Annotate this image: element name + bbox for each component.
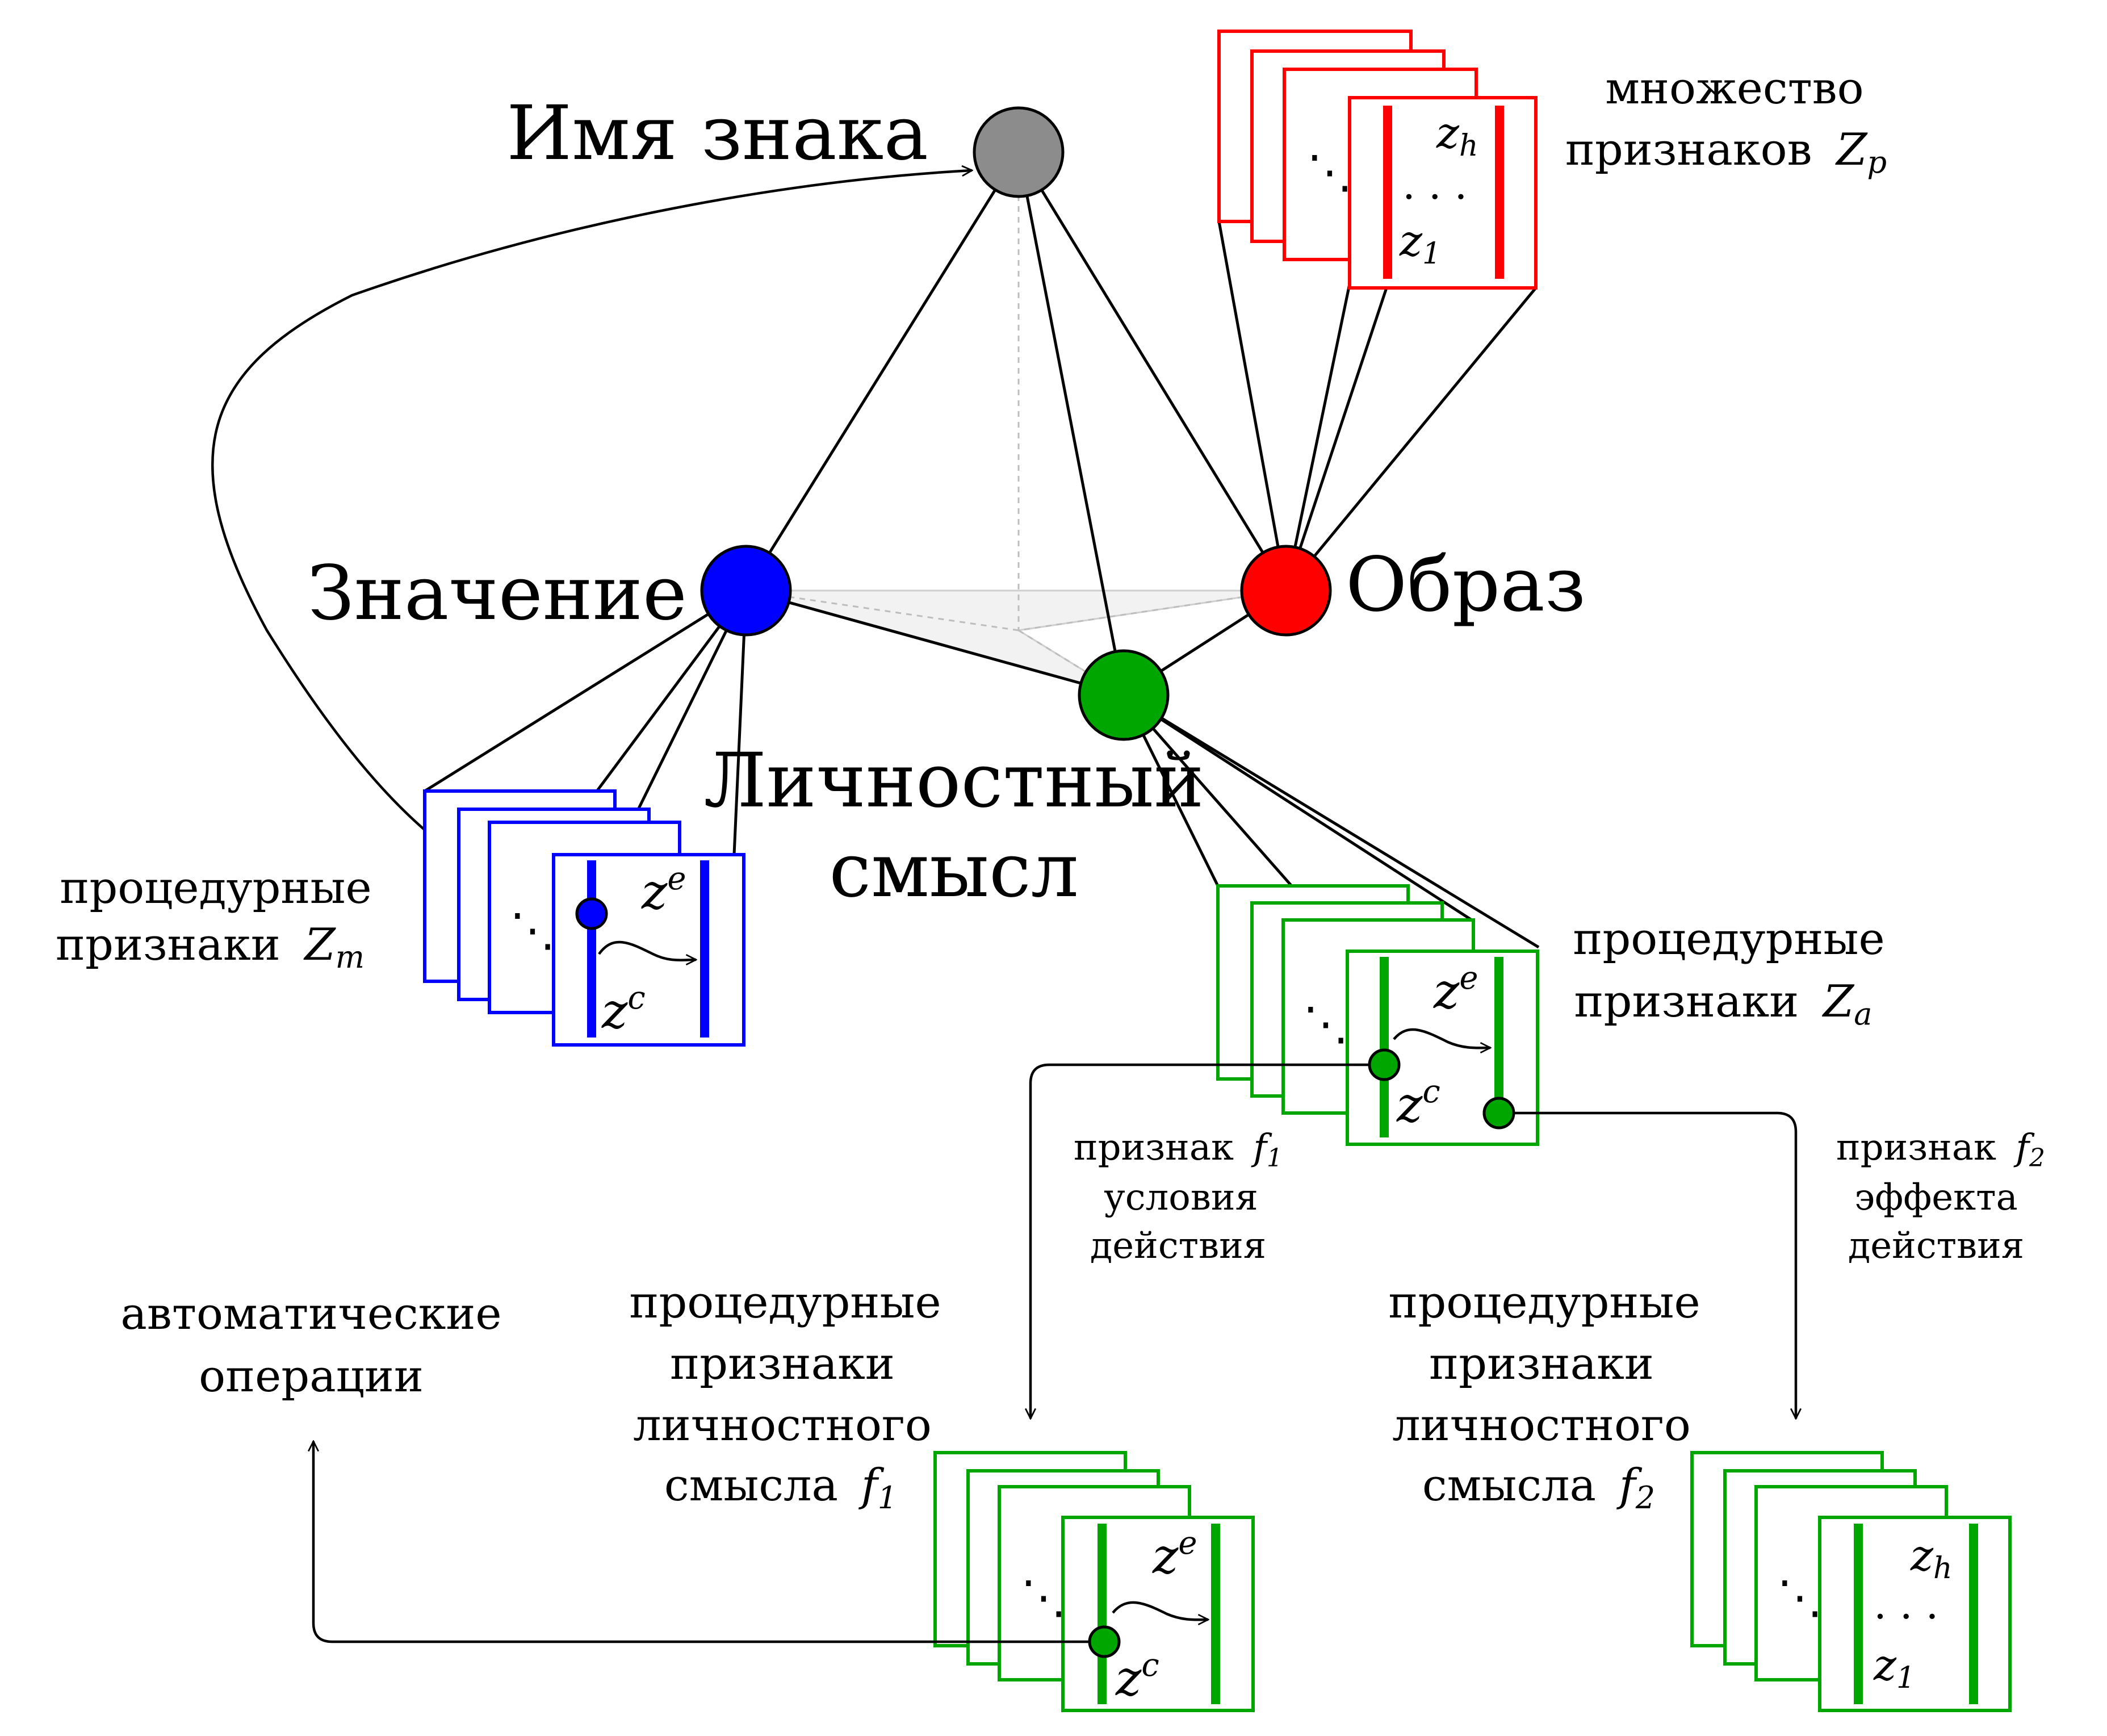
svg-text:признаки: признаки <box>1429 1338 1654 1390</box>
blue-proc-label-line2: признаки Zm <box>56 919 365 975</box>
green-f1-front-bars <box>1098 1524 1220 1704</box>
svg-text:эффекта: эффекта <box>1854 1177 2017 1219</box>
svg-text:признак f1: признак f1 <box>1074 1127 1283 1173</box>
blue-proc-label-line1: процедурные <box>60 863 371 914</box>
f2-effect-label: признак f2 эффекта действия <box>1836 1127 2045 1267</box>
svg-text:смысла f1: смысла f1 <box>664 1460 897 1516</box>
green-condition-dot <box>1368 1048 1401 1081</box>
hidden-edge-left <box>745 589 1019 631</box>
green-za-diag-dots: ⋱ <box>1303 997 1348 1050</box>
label-meaning: Значение <box>308 550 687 637</box>
svg-text:личностного: личностного <box>1392 1400 1691 1451</box>
green-f2-diag-dots: ⋱ <box>1777 1571 1823 1624</box>
green-feature-stack-f1 <box>933 1451 1255 1712</box>
red-z1: z1 <box>1399 215 1441 271</box>
green-f1-diag-dots: ⋱ <box>1021 1571 1066 1624</box>
green-proc-label-line2: признаки Za <box>1574 976 1873 1032</box>
green-f2-zh: zh <box>1910 1530 1953 1586</box>
blue-transition-arrow <box>598 940 696 960</box>
svg-text:личностного: личностного <box>633 1400 932 1451</box>
node-meaning <box>700 545 792 637</box>
label-sign-name: Имя знака <box>506 90 928 177</box>
blue-ze: ze <box>641 860 686 921</box>
svg-text:автоматические: автоматические <box>120 1289 501 1340</box>
red-front-bars <box>1383 106 1504 279</box>
automatic-operations-label: автоматические операции <box>120 1289 501 1402</box>
green-za-zc: zc <box>1396 1073 1440 1133</box>
blue-zc: zc <box>601 980 646 1040</box>
red-set-label-line1: множество <box>1605 63 1863 114</box>
red-dots: . . . <box>1402 161 1467 208</box>
label-personal-sense-line1: Личностный <box>704 737 1204 825</box>
red-feature-stack <box>1217 30 1538 290</box>
red-diag-dots: ⋱ <box>1307 145 1352 198</box>
red-stack-connectors <box>1217 221 1537 592</box>
green-f2-dots: . . . <box>1874 1580 1938 1628</box>
green-f2-front-bars <box>1854 1524 1978 1704</box>
green-f1-ze: ze <box>1152 1525 1197 1585</box>
svg-text:процедурные: процедурные <box>1388 1277 1700 1328</box>
pf2-label: процедурные признаки личностного смысла … <box>1388 1277 1700 1516</box>
blue-procedural-dot <box>575 897 608 930</box>
svg-text:признаки: признаки <box>670 1338 895 1390</box>
node-personal-sense <box>1078 649 1170 741</box>
svg-text:действия: действия <box>1848 1225 2024 1267</box>
green-effect-dot <box>1482 1097 1515 1130</box>
node-image <box>1240 545 1332 637</box>
green-f1-dot <box>1088 1625 1121 1658</box>
f1-condition-label: признак f1 условия действия <box>1074 1127 1283 1267</box>
pf1-label: процедурные признаки личностного смысла … <box>629 1277 941 1516</box>
red-set-label-line2: признаков Zp <box>1565 124 1887 180</box>
svg-text:действия: действия <box>1090 1225 1266 1267</box>
svg-text:процедурные: процедурные <box>629 1277 941 1328</box>
arrow-automatic-operations <box>313 1441 1104 1643</box>
svg-text:признак f2: признак f2 <box>1836 1127 2045 1173</box>
label-image: Образ <box>1346 541 1586 629</box>
green-f1-zc: zc <box>1115 1647 1159 1707</box>
arrow-f2-effect <box>1499 1111 1796 1419</box>
blue-diag-dots: ⋱ <box>510 903 555 956</box>
green-f2-z1: z1 <box>1873 1639 1915 1695</box>
svg-text:операции: операции <box>199 1351 424 1402</box>
green-f1-transition-arrow <box>1112 1601 1208 1620</box>
node-sign-name <box>973 106 1065 198</box>
arrow-f1-condition <box>1031 1063 1384 1419</box>
green-feature-stack-f2 <box>1690 1451 2012 1712</box>
label-personal-sense-line2: смысл <box>829 827 1078 914</box>
red-zh: zh <box>1436 107 1478 163</box>
svg-text:смысла f2: смысла f2 <box>1422 1460 1655 1516</box>
green-za-transition-arrow <box>1393 1028 1490 1048</box>
green-proc-label-line1: процедурные <box>1573 914 1884 965</box>
green-za-ze: ze <box>1433 960 1478 1020</box>
green-feature-stack-za <box>1216 884 1539 1146</box>
svg-text:условия: условия <box>1104 1177 1258 1219</box>
green-za-front-bars <box>1380 957 1503 1137</box>
